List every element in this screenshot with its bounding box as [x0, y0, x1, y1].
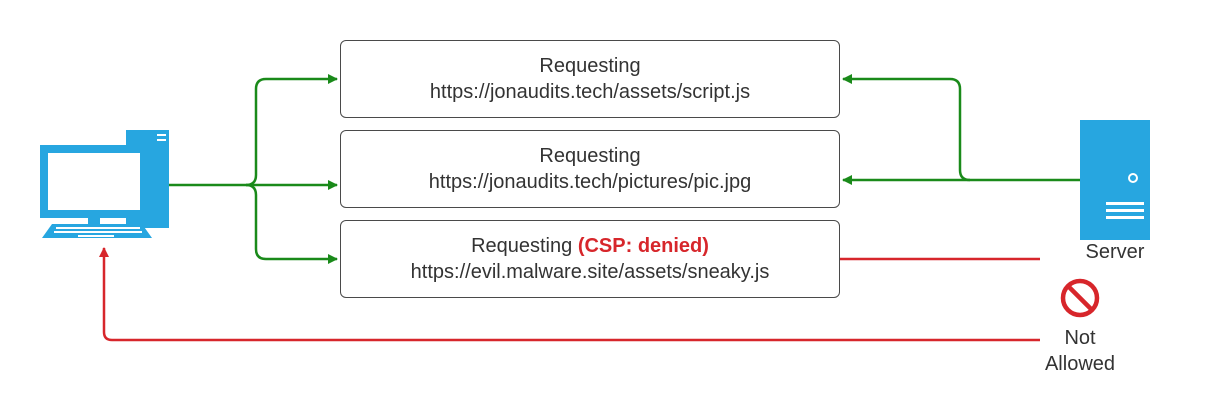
client-request-arrows	[169, 74, 338, 264]
computer-icon	[40, 130, 169, 238]
request-url: https://evil.malware.site/assets/sneaky.…	[410, 261, 770, 283]
not-allowed-label-line1: Not	[1064, 327, 1096, 349]
response-arrow-1	[842, 74, 971, 182]
request-url: https://jonaudits.tech/pictures/pic.jpg	[428, 171, 752, 193]
denied-return-arrow	[99, 247, 1040, 342]
request-prefix: Requesting	[539, 145, 641, 167]
request-prefix: Requesting	[539, 55, 641, 77]
not-allowed-label-line2: Allowed	[1044, 353, 1116, 375]
request-prefix: Requesting	[471, 235, 573, 257]
request-title: Requesting	[539, 143, 640, 169]
server-response-arrows	[842, 74, 1080, 185]
prohibited-icon	[1060, 278, 1100, 318]
arrow-to-request-3	[245, 183, 338, 264]
request-box-malicious: Requesting (CSP: denied) https://evil.ma…	[340, 220, 840, 298]
denied-path	[99, 247, 1040, 342]
request-box-script: Requesting https://jonaudits.tech/assets…	[340, 40, 840, 118]
request-url: https://jonaudits.tech/assets/script.js	[429, 81, 751, 103]
request-title: Requesting (CSP: denied)	[471, 233, 709, 259]
server-label: Server	[1085, 241, 1145, 263]
server-icon	[1080, 120, 1150, 240]
request-title: Requesting	[539, 53, 640, 79]
csp-denied-status: (CSP: denied)	[577, 235, 709, 257]
arrow-to-request-1	[245, 74, 338, 187]
request-box-image: Requesting https://jonaudits.tech/pictur…	[340, 130, 840, 208]
